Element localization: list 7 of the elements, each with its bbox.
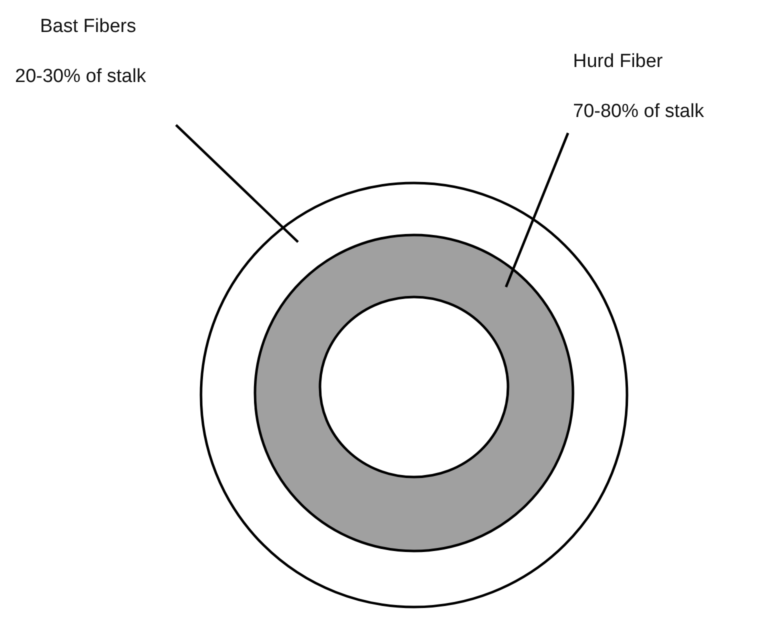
fiber-label: Bast Fibers <box>40 16 136 38</box>
percentage-label: 20-30% of stalk <box>15 66 146 88</box>
percentage-label: 70-80% of stalk <box>573 101 704 123</box>
fiber-label: Hurd Fiber <box>573 51 663 73</box>
hollow-core-circle <box>318 296 510 478</box>
leader-line <box>504 132 570 288</box>
leader-line <box>175 124 299 243</box>
